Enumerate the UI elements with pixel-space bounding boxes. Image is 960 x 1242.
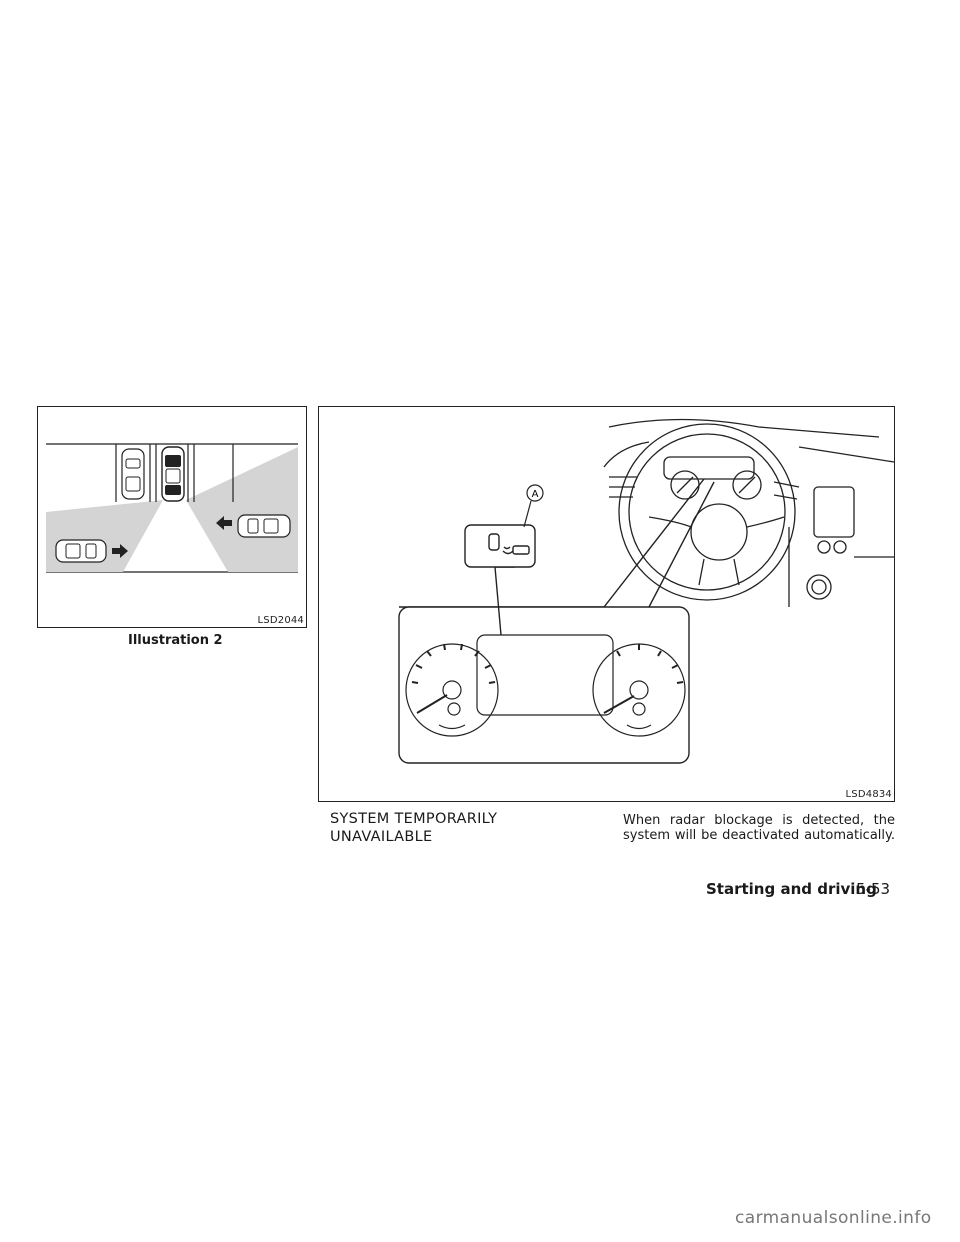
speedometer-gauge	[405, 643, 499, 737]
right-radar-zone	[186, 447, 298, 572]
figure-caption: Illustration 2	[128, 633, 223, 648]
body-paragraph-line-2: system will be deactivated automatically…	[623, 828, 895, 843]
callout-label-a: A	[532, 489, 539, 500]
cluster-panel	[398, 606, 690, 764]
left-approaching-car-icon	[55, 539, 107, 563]
rear-cross-traffic-indicator-icon	[488, 533, 530, 555]
cluster-display	[476, 634, 614, 716]
reversing-car-icon	[161, 446, 185, 502]
watermark-text: carmanualsonline.info	[735, 1208, 932, 1228]
figure-code: LSD4834	[845, 789, 892, 800]
body-paragraph-line-1: When radar blockage is detected, the	[623, 813, 895, 828]
parking-illustration-figure: LSD2044	[37, 406, 307, 628]
indicator-callout-box	[464, 524, 536, 568]
arrow-right-icon	[112, 544, 128, 558]
parked-car-icon	[121, 448, 145, 500]
dashboard-sketch	[603, 418, 894, 607]
section-heading-line-1: SYSTEM TEMPORARILY	[330, 811, 498, 827]
footer-section-title: Starting and driving	[706, 880, 877, 898]
parking-lot-drawing	[46, 443, 298, 573]
arrow-left-icon	[216, 516, 232, 530]
cluster-drawing: A	[398, 418, 894, 764]
section-heading-line-2: UNAVAILABLE	[330, 829, 433, 845]
footer-page-number: 5-53	[856, 880, 891, 898]
instrument-cluster-figure: A LSD4834	[318, 406, 895, 802]
tachometer-gauge	[592, 643, 686, 737]
figure-code: LSD2044	[257, 615, 304, 626]
right-approaching-car-icon	[237, 514, 291, 538]
zoom-callout-beam	[399, 482, 714, 607]
